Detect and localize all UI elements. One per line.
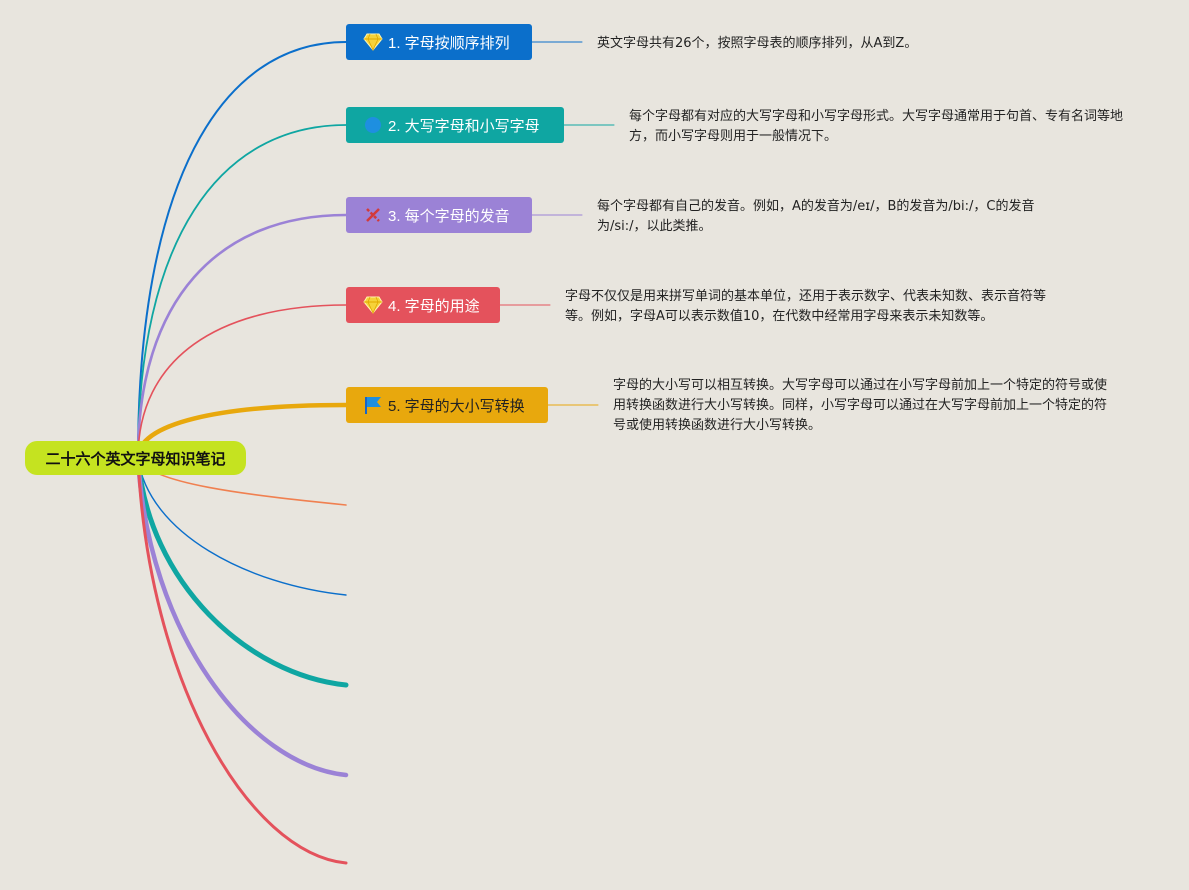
note-4: 字母不仅仅是用来拼写单词的基本单位，还用于表示数字、代表未知数、表示音符等等。例…	[565, 289, 1047, 324]
branch-line-1	[137, 41, 347, 459]
topic-4[interactable]: 4. 字母的用途	[346, 287, 500, 323]
topic-2[interactable]: 2. 大写字母和小写字母	[346, 107, 564, 143]
empty-branch-line-5	[136, 456, 348, 865]
note-3: 每个字母都有自己的发音。例如，A的发音为/eɪ/，B的发音为/bi:/，C的发音…	[597, 199, 1035, 234]
topic-1[interactable]: 1. 字母按顺序排列	[346, 24, 532, 60]
topic-5-label: 5. 字母的大小写转换	[388, 397, 525, 415]
topic-2-label: 2. 大写字母和小写字母	[388, 117, 540, 135]
circle-icon	[362, 114, 384, 136]
diamond-icon	[362, 31, 384, 53]
branch-line-3	[136, 213, 348, 460]
note-5: 字母的大小写可以相互转换。大写字母可以通过在小写字母前加上一个特定的符号或使用转…	[613, 378, 1108, 433]
topic-5[interactable]: 5. 字母的大小写转换	[346, 387, 548, 423]
topic-3[interactable]: 3. 每个字母的发音	[346, 197, 532, 233]
root-topic-label: 二十六个英文字母知识笔记	[45, 450, 226, 468]
empty-branch-line-4	[135, 455, 349, 778]
empty-branch-line-3	[135, 455, 349, 688]
topic-3-label: 3. 每个字母的发音	[388, 207, 510, 225]
branch-line-4	[137, 304, 347, 459]
topic-1-label: 1. 字母按顺序排列	[388, 34, 510, 52]
root-topic[interactable]: 二十六个英文字母知识笔记	[25, 441, 246, 475]
diamond-icon	[362, 294, 384, 316]
note-1: 英文字母共有26个，按照字母表的顺序排列，从A到Z。	[597, 36, 918, 51]
branch-line-2	[137, 124, 347, 459]
topic-4-label: 4. 字母的用途	[388, 297, 480, 315]
tools-icon	[362, 204, 384, 226]
empty-branch-line-2	[137, 457, 347, 596]
flag-icon	[362, 394, 384, 416]
note-2: 每个字母都有对应的大写字母和小写字母形式。大写字母通常用于句首、专有名词等地方，…	[629, 109, 1124, 144]
